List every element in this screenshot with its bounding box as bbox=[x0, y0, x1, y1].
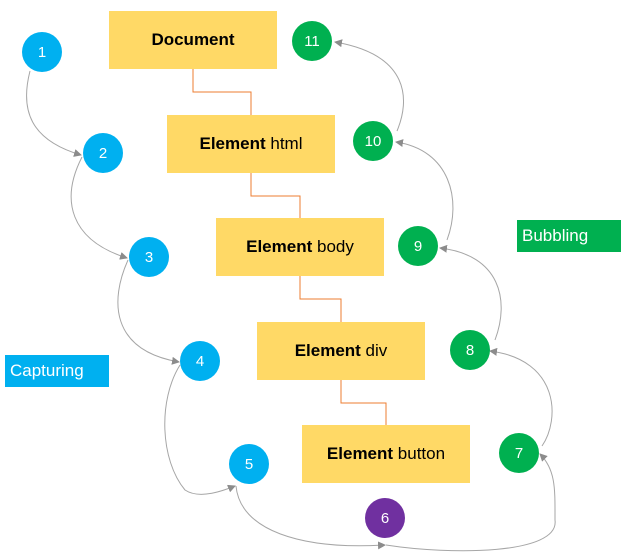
connector-document-html bbox=[192, 69, 252, 115]
flow-arrow-8-9 bbox=[439, 244, 502, 341]
capturing-step-4: 4 bbox=[180, 341, 220, 381]
flow-arrow-1-2 bbox=[26, 70, 82, 157]
node-element-div-tag: div bbox=[360, 341, 388, 360]
node-element-button-keyword: Element bbox=[326, 444, 394, 463]
connector-div-button bbox=[340, 380, 387, 425]
node-element-button-tag: button bbox=[393, 444, 446, 463]
bubbling-step-8: 8 bbox=[450, 330, 490, 370]
flow-arrow-9-10 bbox=[395, 139, 454, 241]
node-element-body: Element body bbox=[216, 218, 384, 276]
node-element-button: Element button bbox=[302, 425, 470, 483]
flow-arrows bbox=[26, 39, 556, 552]
connector-html-body bbox=[250, 172, 301, 218]
node-element-html-tag: html bbox=[265, 134, 303, 153]
connector-body-div bbox=[299, 276, 342, 322]
node-element-div-keyword: Element bbox=[294, 341, 361, 360]
node-element-html: Element html bbox=[167, 115, 335, 173]
flow-arrow-3-4 bbox=[117, 259, 180, 365]
flow-arrow-5-6 bbox=[235, 485, 386, 550]
flow-arrow-7-8 bbox=[489, 347, 553, 447]
bubbling-step-7: 7 bbox=[499, 433, 539, 473]
target-step-6: 6 bbox=[365, 498, 405, 538]
bubbling-step-10: 10 bbox=[353, 121, 393, 161]
bubbling-label: Bubbling bbox=[517, 220, 621, 252]
node-element-body-keyword: Element bbox=[246, 237, 313, 256]
capturing-label: Capturing bbox=[5, 355, 109, 387]
node-element-div: Element div bbox=[257, 322, 425, 380]
tree-connectors bbox=[192, 69, 387, 425]
bubbling-step-11: 11 bbox=[292, 21, 332, 61]
capturing-step-2: 2 bbox=[83, 133, 123, 173]
bubbling-step-9: 9 bbox=[398, 226, 438, 266]
capturing-step-1: 1 bbox=[22, 32, 62, 72]
flow-arrow-4-5 bbox=[164, 364, 236, 495]
node-document: Document bbox=[109, 11, 277, 69]
capturing-step-3: 3 bbox=[129, 237, 169, 277]
node-document-label: Document bbox=[151, 30, 235, 49]
node-element-html-keyword: Element bbox=[199, 134, 266, 153]
flow-arrow-6-7 bbox=[385, 453, 556, 552]
flow-arrow-2-3 bbox=[70, 156, 128, 260]
flow-arrow-10-11 bbox=[334, 39, 405, 132]
node-element-body-tag: body bbox=[312, 237, 354, 256]
capturing-step-5: 5 bbox=[229, 444, 269, 484]
